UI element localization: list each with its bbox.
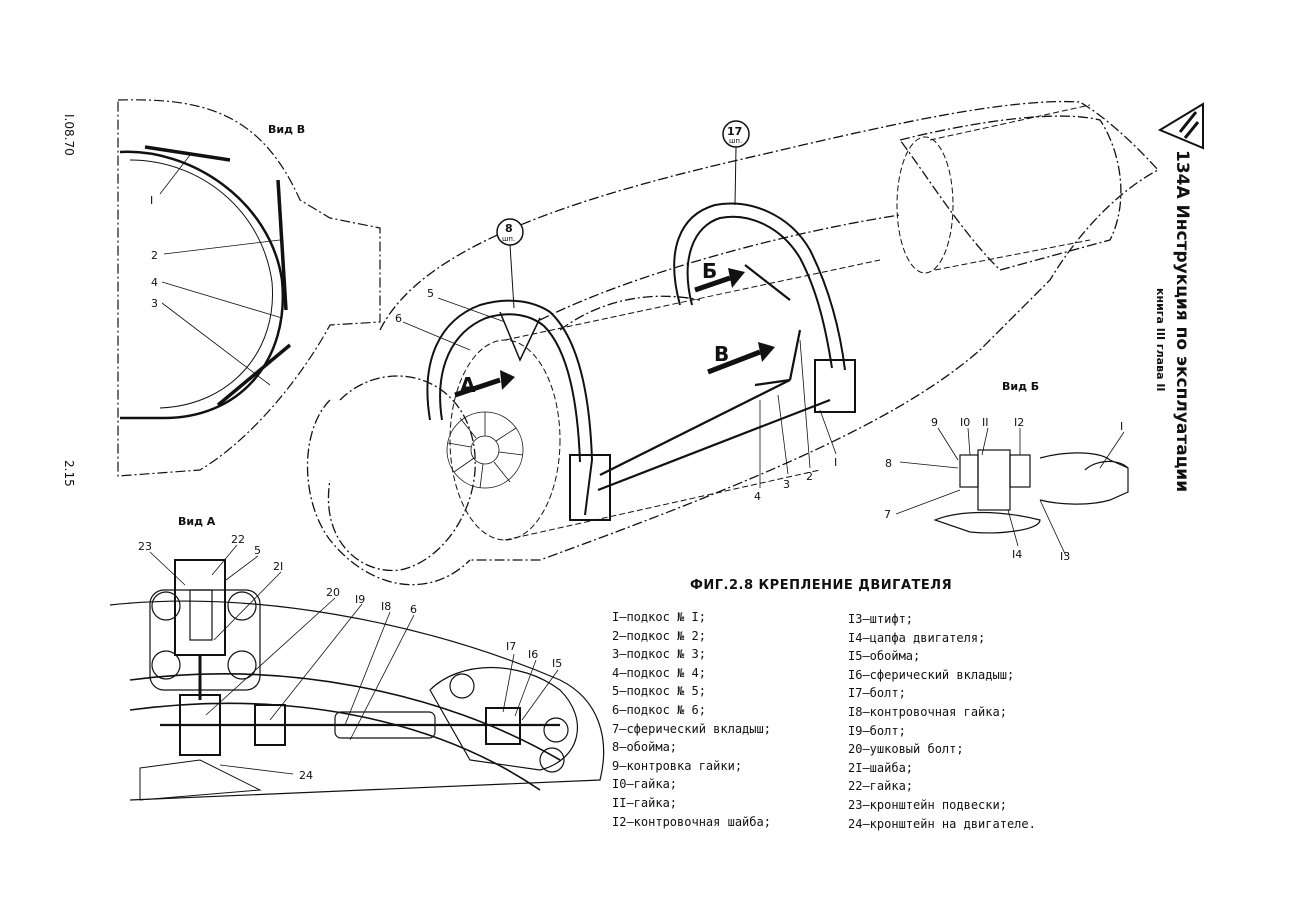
legend-item: I7–болт;	[848, 686, 906, 701]
legend-item: 3–подкос № 3;	[612, 647, 706, 662]
callout-6: 6	[395, 312, 402, 325]
view-a-inset	[109, 559, 605, 801]
legend-item: 2–подкос № 2;	[612, 628, 706, 643]
arrow-a-label: А	[460, 373, 476, 397]
view-a-callout-19: I9	[355, 593, 365, 606]
view-b-callout-13: I3	[1060, 550, 1070, 563]
view-a-title: Вид А	[178, 515, 216, 528]
view-b-callouts	[895, 427, 1125, 557]
document-title: 134А Инструкция по эксплуатации	[1172, 150, 1192, 493]
view-b-callout-10: I0	[960, 416, 970, 429]
view-a-callout-24: 24	[299, 769, 313, 782]
front-mount-frame	[426, 299, 611, 521]
callout-2: 2	[806, 470, 813, 483]
circle-callout-17: 17 шп.	[722, 120, 750, 206]
view-b-callout-9: 9	[931, 416, 938, 429]
view-b-callout-8: 8	[885, 457, 892, 470]
circle-callout-8: 8 шп.	[496, 218, 524, 309]
legend-item: I0–гайка;	[612, 777, 678, 792]
figure-caption: ФИГ.2.8 КРЕПЛЕНИЕ ДВИГАТЕЛЯ	[690, 578, 953, 593]
legend-item: 9–контровка гайки;	[612, 758, 743, 773]
callout-3: 3	[783, 478, 790, 491]
view-a-callout-17: I7	[506, 640, 516, 653]
legend-item: I4–цапфа двигателя;	[848, 630, 986, 645]
document-code: I.08.70	[62, 114, 76, 156]
compressor-face	[446, 411, 524, 489]
view-a-callouts	[149, 544, 559, 775]
view-b-callout-1: I	[1120, 420, 1123, 433]
svg-text:шп.: шп.	[502, 235, 515, 243]
view-a-callout-18: I8	[381, 600, 391, 613]
legend-item: I9–болт;	[848, 723, 906, 738]
legend-item: I–подкос № I;	[612, 610, 706, 624]
callout-1: I	[834, 456, 837, 469]
arrow-b-label: Б	[702, 259, 717, 283]
legend-item: 20–ушковый болт;	[848, 742, 964, 757]
legend-item: I2–контровочная шайба;	[612, 814, 771, 829]
legend-right: I3–штифт; I4–цапфа двигателя; I5–обойма;…	[848, 610, 1036, 833]
view-v-callout-2: 2	[151, 249, 158, 262]
callout-4: 4	[754, 490, 761, 503]
document-subtitle: книга III глава II	[1154, 288, 1167, 392]
view-b-callout-11: II	[982, 416, 989, 429]
view-b-callout-12: I2	[1014, 416, 1024, 429]
view-v-callout-4: 4	[151, 276, 158, 289]
legend-item: 8–обойма;	[612, 740, 678, 755]
legend-left: I–подкос № I; 2–подкос № 2; 3–подкос № 3…	[612, 608, 771, 831]
view-v-callouts	[159, 154, 283, 386]
svg-text:шп.: шп.	[729, 137, 742, 145]
legend-item: 4–подкос № 4;	[612, 665, 706, 680]
legend-item: I5–обойма;	[848, 649, 921, 664]
view-b-inset	[933, 449, 1129, 534]
view-a-callout-22: 22	[231, 533, 245, 546]
legend-item: 6–подкос № 6;	[612, 702, 706, 717]
svg-text:17: 17	[727, 125, 742, 138]
view-a-callout-15: I5	[552, 657, 562, 670]
arrow-v-label: В	[714, 342, 729, 366]
view-arrows	[454, 268, 775, 398]
view-a-callout-21: 2I	[273, 560, 283, 573]
nacelle-outline	[306, 100, 1160, 586]
page-number: 2.15	[62, 460, 76, 487]
legend-item: I8–контровочная гайка;	[848, 704, 1007, 719]
legend-item: II–гайка;	[612, 795, 678, 810]
callout-5: 5	[427, 287, 434, 300]
legend-item: 7–сферический вкладыш;	[612, 721, 771, 736]
legend-item: 5–подкос № 5;	[612, 684, 706, 699]
manual-logo	[1157, 102, 1204, 150]
view-v-inset	[117, 99, 381, 477]
view-v-title: Вид В	[268, 123, 305, 136]
view-a-callout-16: I6	[528, 648, 538, 661]
mount-struts	[597, 264, 831, 492]
engine-body	[449, 104, 1091, 541]
view-b-callout-14: I4	[1012, 548, 1022, 561]
view-v-callout-1: I	[150, 194, 153, 207]
view-a-callout-20: 20	[326, 586, 340, 599]
view-v-callout-3: 3	[151, 297, 158, 310]
view-a-callout-23: 23	[138, 540, 152, 553]
rear-mount-frame	[673, 202, 856, 413]
view-b-title: Вид Б	[1002, 380, 1039, 393]
view-a-callout-5: 5	[254, 544, 261, 557]
legend-item: I6–сферический вкладыш;	[848, 667, 1015, 682]
legend-item: 2I–шайба;	[848, 760, 914, 775]
main-callouts	[402, 297, 837, 488]
legend-item: 22–гайка;	[848, 779, 914, 794]
legend-item: 24–кронштейн на двигателе.	[848, 816, 1036, 831]
legend-item: I3–штифт;	[848, 612, 914, 626]
view-a-callout-6: 6	[410, 603, 417, 616]
svg-text:8: 8	[505, 222, 513, 235]
legend-item: 23–кронштейн подвески;	[848, 797, 1007, 812]
view-b-callout-7: 7	[884, 508, 891, 521]
